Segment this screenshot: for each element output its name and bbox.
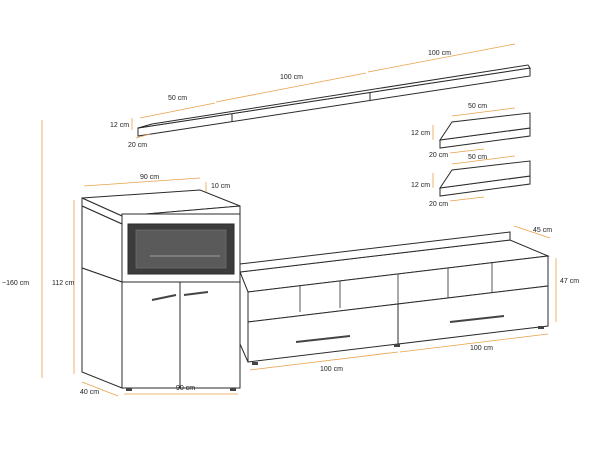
- dim-tv-unit-height: 47 cm: [560, 278, 579, 285]
- small-shelf-1-top: [438, 112, 531, 141]
- dim-line-tv-depth: [513, 225, 551, 239]
- cabinet-dimension-lines: [41, 120, 238, 397]
- dim-top-shelf-depth: 20 cm: [128, 142, 147, 149]
- cabinet-glass-door: [127, 223, 235, 275]
- dim-top-shelf-middle: 100 cm: [280, 74, 303, 81]
- glass-inner: [135, 229, 227, 269]
- dim-total-height: ~160 cm: [2, 280, 29, 287]
- dim-line-small1-width: [451, 107, 516, 117]
- dim-tv-unit-left-width: 100 cm: [320, 366, 343, 373]
- tv-unit: [239, 231, 550, 363]
- tv-foot-1: [252, 362, 258, 365]
- right-door-handle: [183, 291, 209, 296]
- left-door-handle: [151, 294, 177, 301]
- small-shelf-1: [438, 112, 531, 149]
- dim-line-small2-width: [451, 155, 516, 165]
- dim-line-cabinet-top-width: [83, 177, 201, 187]
- dim-line-top-middle: [215, 72, 367, 103]
- dim-top-shelf-right: 100 cm: [428, 50, 451, 57]
- cabinet-foot-left: [126, 388, 132, 391]
- tv-unit-back: [239, 231, 511, 273]
- dim-small-shelf1-height: 12 cm: [411, 130, 430, 137]
- tv-foot-2: [394, 344, 400, 347]
- tv-unit-dimension-lines: [249, 225, 557, 371]
- dim-tv-unit-right-width: 100 cm: [470, 345, 493, 352]
- dim-cabinet-top-height: 10 cm: [211, 183, 230, 190]
- top-shelf-dimension-lines: [131, 43, 516, 139]
- dim-small-shelf1-depth: 20 cm: [429, 152, 448, 159]
- dim-line-small2-depth: [449, 196, 485, 202]
- small-shelf-2-dimension-lines: [432, 155, 516, 202]
- dim-small-shelf2-depth: 20 cm: [429, 201, 448, 208]
- dim-small-shelf2-height: 12 cm: [411, 182, 430, 189]
- small-shelf-1-dimension-lines: [432, 107, 516, 154]
- dim-cabinet-depth: 40 cm: [80, 389, 99, 396]
- tall-cabinet: [81, 189, 241, 389]
- tv-drawer-right-handle: [449, 315, 505, 323]
- tv-foot-3: [538, 326, 544, 329]
- cabinet-foot-right: [230, 388, 236, 391]
- tv-unit-side: [239, 271, 249, 363]
- dim-line-tv-right-width: [399, 333, 549, 353]
- dim-top-shelf-height: 12 cm: [110, 122, 129, 129]
- small-shelf-2: [438, 160, 531, 197]
- dim-cabinet-width-bottom: 90 cm: [176, 385, 195, 392]
- tv-unit-dividers: [299, 262, 493, 312]
- tv-drawer-left-handle: [295, 335, 351, 343]
- tv-drawer-right: [397, 285, 549, 345]
- small-shelf-2-top: [438, 160, 531, 189]
- dim-line-small1-depth: [449, 148, 485, 154]
- dim-small-shelf1-width: 50 cm: [468, 103, 487, 110]
- dim-cabinet-height: 112 cm: [52, 280, 75, 287]
- cabinet-lower-front: [121, 281, 241, 389]
- dim-cabinet-width-top: 90 cm: [140, 174, 159, 181]
- dim-line-top-depth: [135, 133, 151, 139]
- dim-top-shelf-left: 50 cm: [168, 95, 187, 102]
- dim-line-top-right: [367, 43, 516, 73]
- dim-tv-unit-depth: 45 cm: [533, 227, 552, 234]
- dim-line-cabinet-depth: [81, 381, 119, 397]
- dim-line-top-left: [139, 102, 216, 119]
- dim-small-shelf2-width: 50 cm: [468, 154, 487, 161]
- top-shelf-top: [137, 64, 531, 129]
- top-long-shelf: [137, 64, 531, 137]
- cabinet-lower-side: [81, 267, 123, 389]
- dim-line-tv-left-width: [249, 351, 399, 371]
